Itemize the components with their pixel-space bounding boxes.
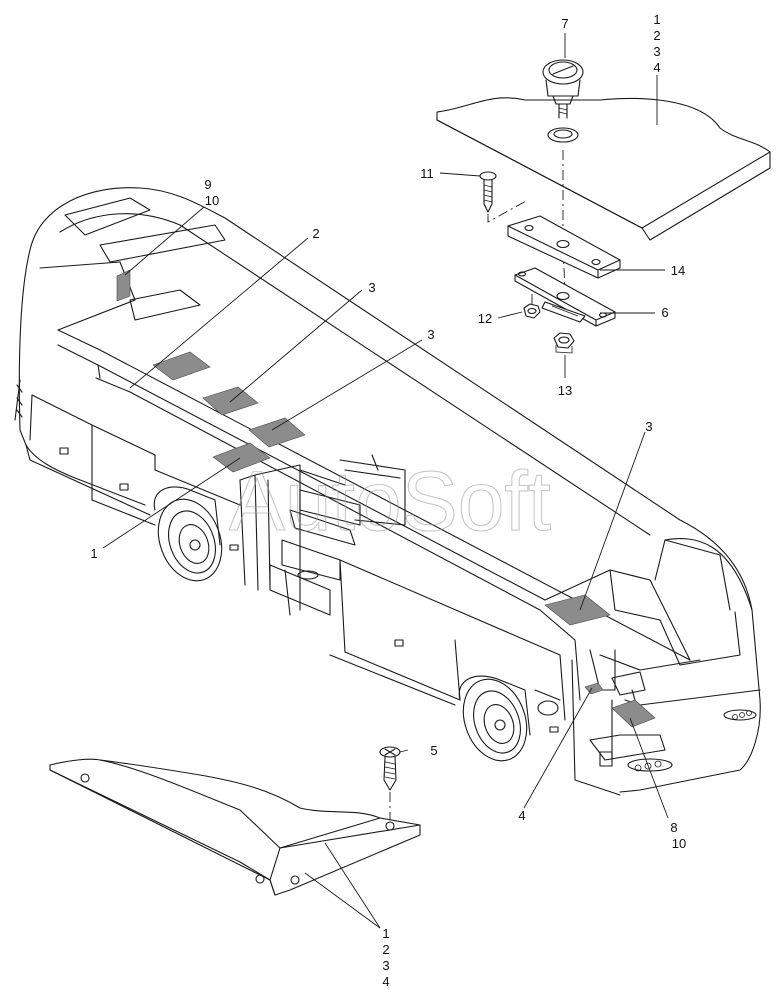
callout-11: 11	[420, 166, 434, 181]
callout-top-3: 3	[653, 44, 660, 59]
callout-top-4: 4	[653, 60, 660, 75]
callout-14: 14	[671, 263, 685, 278]
leader-lines	[102, 33, 669, 929]
callout-13: 13	[558, 383, 572, 398]
middle-door-stairs	[239, 454, 406, 616]
callout-4: 4	[518, 808, 525, 823]
callout-12: 12	[478, 311, 492, 326]
marker-9-10	[116, 269, 131, 302]
nut-13	[553, 332, 575, 354]
nut-12	[523, 290, 541, 319]
callout-top-1: 1	[653, 12, 660, 27]
latch-plate-6	[514, 267, 616, 327]
bus-body	[14, 187, 761, 796]
bottom-panel-detail	[49, 746, 421, 896]
tapping-screw-11	[479, 171, 529, 223]
callout-1: 1	[90, 546, 97, 561]
top-panel	[436, 97, 771, 241]
callout-bottom-2: 2	[382, 942, 389, 957]
callout-10-lower: 10	[672, 836, 686, 851]
marker-3b	[248, 417, 306, 448]
callouts: 7 1 2 3 4 9 10 2 3 3 3 11 14 12 6 13 1 5…	[90, 12, 686, 989]
callout-9: 9	[204, 177, 211, 192]
marker-4	[584, 682, 604, 695]
top-panel-detail	[436, 59, 771, 354]
callout-8: 8	[670, 820, 677, 835]
marker-3c	[544, 594, 611, 626]
marker-8-10	[611, 699, 656, 728]
callout-10-upper: 10	[205, 193, 219, 208]
rear-wheel	[458, 675, 531, 762]
callout-2: 2	[312, 226, 319, 241]
callout-3a: 3	[368, 280, 375, 295]
callout-top-2: 2	[653, 28, 660, 43]
marker-2	[152, 351, 211, 381]
watermark: AutoSoft	[229, 454, 551, 548]
callout-5: 5	[430, 743, 437, 758]
label-markers	[116, 269, 656, 728]
callout-6: 6	[661, 305, 668, 320]
quarter-turn-fastener	[542, 59, 584, 119]
callout-3c: 3	[645, 419, 652, 434]
callout-bottom-3: 3	[382, 958, 389, 973]
callout-bottom-1: 1	[382, 926, 389, 941]
callout-3b: 3	[427, 327, 434, 342]
bottom-panel	[49, 758, 421, 896]
callout-7: 7	[561, 16, 568, 31]
front-wheel	[153, 486, 223, 582]
tapping-screw-5	[379, 746, 401, 820]
callout-bottom-4: 4	[382, 974, 389, 989]
